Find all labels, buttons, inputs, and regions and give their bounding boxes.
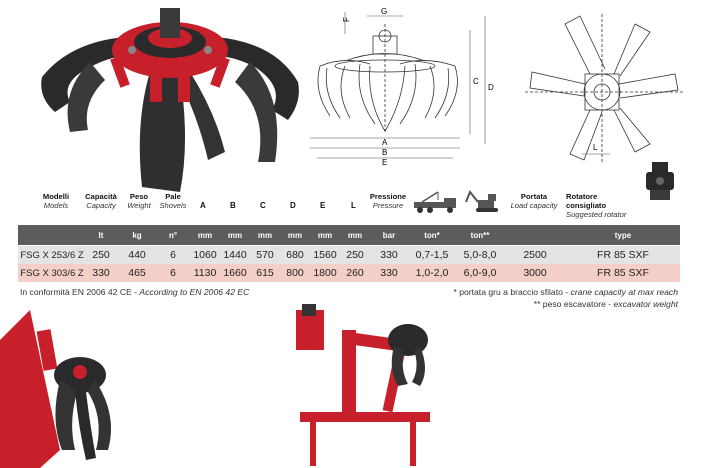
crane-photo <box>296 304 430 466</box>
crane-capacity-cell: 1,0-2,0 <box>415 267 449 279</box>
unit-ton-crane: ton* <box>424 230 440 240</box>
shovels-cell: 6 <box>170 267 176 279</box>
c-cell: 570 <box>256 249 274 261</box>
dim-label-l: L <box>593 143 598 152</box>
model-cell: FSG X 303/6 Z <box>20 267 84 279</box>
header-c: C <box>260 201 266 210</box>
unit-mm-d: mm <box>287 230 303 240</box>
dim-label-c: C <box>473 77 479 86</box>
rotator-cell: FR 85 SXF <box>597 267 649 279</box>
b-cell: 1660 <box>223 267 247 279</box>
model-cell: FSG X 253/6 Z <box>20 249 84 261</box>
d-cell: 800 <box>286 267 304 279</box>
load-capacity-cell: 3000 <box>523 267 547 279</box>
units-row: lt kg n° mm mm mm mm mm mm bar ton* ton*… <box>18 225 680 245</box>
capacity-cell: 250 <box>92 249 110 261</box>
table-row: FSG X 303/6 Z 330 465 6 1130 1660 615 80… <box>18 264 680 282</box>
c-cell: 615 <box>256 267 274 279</box>
dim-label-e: E <box>382 158 387 166</box>
a-cell: 1130 <box>193 267 217 279</box>
table-row: FSG X 253/6 Z 250 440 6 1060 1440 570 68… <box>18 246 680 264</box>
unit-mm-e: mm <box>317 230 333 240</box>
header-d: D <box>290 201 296 210</box>
unit-mm-a: mm <box>197 230 213 240</box>
dim-label-d: D <box>488 83 494 92</box>
unit-mm-l: mm <box>347 230 363 240</box>
unit-ton-excavator: ton** <box>470 230 490 240</box>
excavator-icon <box>465 190 498 212</box>
pressure-cell: 330 <box>380 249 398 261</box>
excavator-weight-note: ** peso escavatore - excavator weight <box>533 299 678 309</box>
conformity-note: In conformità EN 2006 42 CE - According … <box>20 287 250 297</box>
header-l: L <box>351 201 356 210</box>
l-cell: 260 <box>346 267 364 279</box>
dim-label-f: F <box>342 17 351 22</box>
unit-mm-b: mm <box>227 230 243 240</box>
pressure-cell: 330 <box>380 267 398 279</box>
l-cell: 250 <box>346 249 364 261</box>
unit-mm-c: mm <box>257 230 273 240</box>
d-cell: 680 <box>286 249 304 261</box>
unit-type: type <box>614 230 632 240</box>
excavator-weight-cell: 6,0-9,0 <box>463 267 497 279</box>
dim-label-b: B <box>382 148 387 157</box>
header-e: E <box>320 201 326 210</box>
top-view-drawing: L <box>525 14 685 164</box>
dim-label-a: A <box>382 138 388 147</box>
rotator-image <box>646 162 674 200</box>
header-b: B <box>230 201 236 210</box>
header-a: A <box>200 201 206 210</box>
side-technical-drawing: F G C D A B E <box>310 7 494 166</box>
capacity-cell: 330 <box>92 267 110 279</box>
grapple-photo <box>41 8 299 192</box>
weight-cell: 465 <box>128 267 146 279</box>
excavator-weight-cell: 5,0-8,0 <box>463 249 497 261</box>
unit-kg: kg <box>132 230 142 240</box>
b-cell: 1440 <box>223 249 247 261</box>
dim-label-g: G <box>381 7 387 16</box>
rotator-cell: FR 85 SXF <box>597 249 649 261</box>
weight-cell: 440 <box>128 249 146 261</box>
unit-n: n° <box>168 230 178 240</box>
a-cell: 1060 <box>193 249 217 261</box>
crane-truck-icon <box>414 191 456 213</box>
crane-capacity-cell: 0,7-1,5 <box>415 249 449 261</box>
load-capacity-cell: 2500 <box>523 249 547 261</box>
unit-bar: bar <box>382 230 396 240</box>
crane-capacity-note: * portata gru a braccio sfilato - crane … <box>453 287 678 297</box>
unit-lt: lt <box>98 230 104 240</box>
grapple-crane-photo <box>0 310 112 468</box>
shovels-cell: 6 <box>170 249 176 261</box>
e-cell: 1800 <box>313 267 337 279</box>
e-cell: 1560 <box>313 249 337 261</box>
